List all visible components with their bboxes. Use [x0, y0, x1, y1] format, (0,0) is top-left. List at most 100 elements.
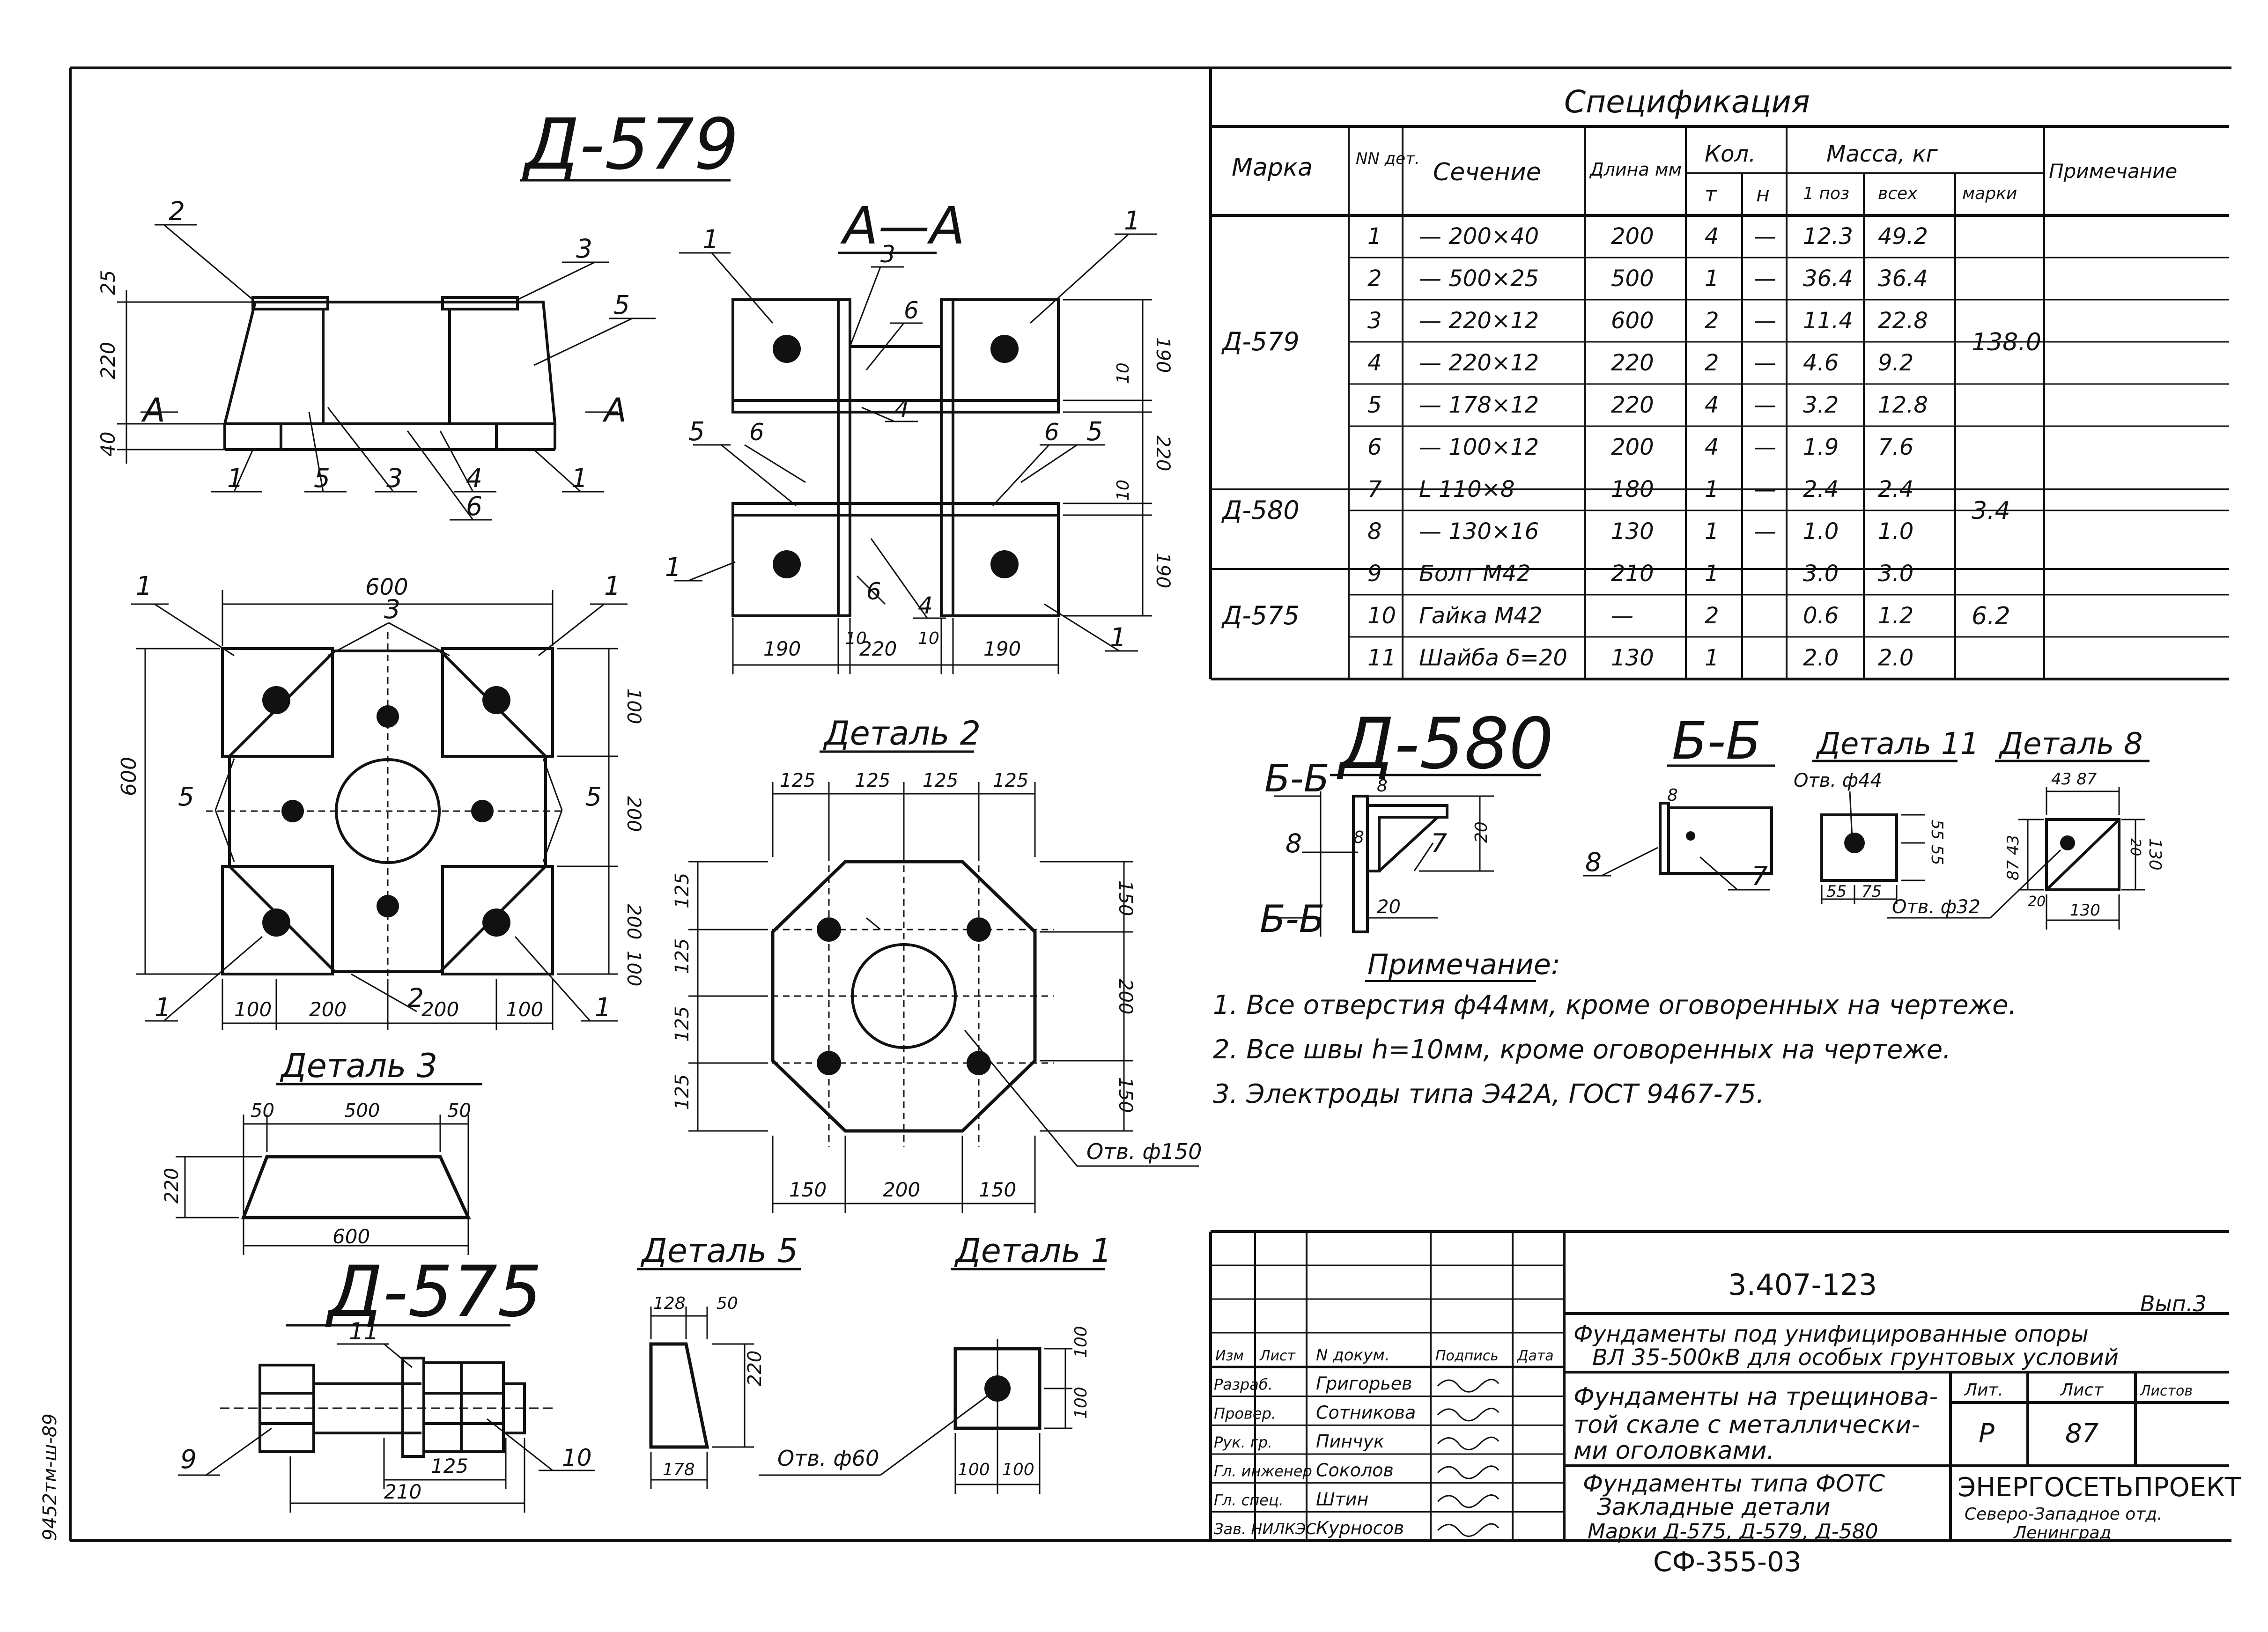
spec-cell-mark: Д-575: [1221, 601, 1300, 630]
spec-cell-mass-one: 12.3: [1803, 223, 1853, 250]
spec-cell-length: 180: [1611, 476, 1654, 502]
svg-text:190: 190: [983, 637, 1021, 660]
spec-cell-mass-all: 9.2: [1878, 350, 1913, 376]
svg-text:100: 100: [234, 998, 272, 1021]
spec-cell-num: 2: [1367, 266, 1382, 292]
spec-cell-length: 210: [1611, 561, 1654, 587]
spec-cell-qty-t: 2: [1705, 308, 1719, 334]
svg-text:Спецификация: Спецификация: [1564, 84, 1810, 120]
detail-8: Деталь 8 43 87 87 43 130 20 20 130 Отв. …: [1887, 727, 2165, 930]
svg-text:125: 125: [431, 1455, 468, 1477]
svg-text:3: 3: [880, 241, 895, 268]
svg-text:178: 178: [663, 1460, 695, 1479]
svg-text:Деталь 11: Деталь 11: [1816, 727, 1979, 761]
svg-text:150: 150: [979, 1178, 1016, 1201]
spec-cell-section: — 100×12: [1419, 434, 1539, 460]
svg-text:Лит.: Лит.: [1964, 1381, 2003, 1400]
spec-cell-mass-one: 1.0: [1803, 518, 1839, 545]
specification-table: Спецификация Марка NN дет. Сечение Длина…: [1209, 68, 2229, 680]
svg-text:Закладные детали: Закладные детали: [1597, 1493, 1830, 1521]
svg-text:200: 200: [1115, 979, 1136, 1014]
stamp-role: Рук. гр.: [1214, 1433, 1272, 1451]
svg-text:190: 190: [763, 637, 801, 660]
svg-text:Марки Д-575, Д-579, Д-580: Марки Д-575, Д-579, Д-580: [1588, 1520, 1878, 1543]
detail-11: Деталь 11 Отв. ф44 55 75 55 55: [1794, 727, 1979, 904]
spec-cell-num: 5: [1367, 392, 1382, 418]
svg-text:6: 6: [466, 491, 482, 521]
svg-text:600: 600: [117, 757, 141, 796]
spec-cell-mark-mass: 3.4: [1972, 497, 2010, 525]
spec-cell-num: 4: [1367, 350, 1382, 376]
svg-text:6: 6: [866, 578, 881, 605]
svg-text:150: 150: [1115, 1077, 1136, 1113]
svg-text:55: 55: [1826, 882, 1847, 901]
spec-cell-length: 500: [1611, 266, 1654, 292]
svg-text:Северо-Западное отд.: Северо-Западное отд.: [1965, 1505, 2163, 1524]
spec-cell-mass-all: 22.8: [1878, 308, 1928, 334]
spec-cell-mark-mass: 6.2: [1972, 602, 2010, 630]
svg-text:Сечение: Сечение: [1433, 158, 1541, 186]
spec-cell-mass-one: 3.2: [1803, 392, 1839, 418]
spec-cell-mark-mass: 138.0: [1972, 328, 2041, 356]
svg-text:Длина мм: Длина мм: [1589, 159, 1682, 180]
spec-cell-num: 11: [1367, 645, 1396, 671]
spec-cell-qty-n: —: [1754, 476, 1776, 502]
d579-side-view: Д-579 25 220 40 А А: [96, 104, 739, 521]
svg-text:125: 125: [672, 873, 693, 908]
spec-cell-section: L 110×8: [1419, 476, 1514, 502]
signature-mark: [1437, 1408, 1500, 1422]
svg-text:8: 8: [1353, 828, 1364, 847]
spec-cell-num: 3: [1367, 308, 1382, 334]
svg-text:220: 220: [1152, 436, 1174, 471]
svg-text:100: 100: [958, 1460, 990, 1479]
svg-text:1: 1: [665, 552, 681, 582]
spec-cell-num: 7: [1367, 476, 1382, 502]
stamp-name: Сотникова: [1316, 1402, 1416, 1423]
stamp-name: Соколов: [1316, 1460, 1394, 1481]
svg-text:50: 50: [717, 1294, 738, 1313]
svg-text:125: 125: [923, 770, 958, 791]
spec-cell-length: 220: [1611, 350, 1654, 376]
spec-cell-section: — 178×12: [1419, 392, 1539, 418]
svg-text:1: 1: [1110, 622, 1126, 652]
spec-cell-qty-n: —: [1754, 350, 1776, 376]
spec-cell-length: 130: [1611, 645, 1654, 671]
spec-cell-qty-t: 1: [1705, 476, 1719, 502]
svg-text:Б-Б: Б-Б: [1672, 711, 1761, 771]
svg-text:8: 8: [1285, 828, 1302, 858]
spec-cell-length: —: [1611, 603, 1633, 629]
svg-text:200: 200: [883, 1178, 920, 1201]
detail-3: Деталь 3 50 500 50 220 600: [161, 1047, 482, 1255]
svg-text:4: 4: [918, 592, 933, 619]
d580-angle: Д-580 Б-Б Б-Б 8 8 20 20 8 7: [1260, 703, 1554, 941]
svg-text:Марка: Марка: [1232, 154, 1313, 182]
spec-cell-mass-all: 12.8: [1878, 392, 1928, 418]
svg-text:5: 5: [688, 416, 705, 446]
svg-text:9: 9: [180, 1444, 197, 1474]
svg-text:1: 1: [227, 463, 244, 493]
spec-cell-qty-t: 1: [1705, 561, 1719, 587]
svg-text:Р: Р: [1979, 1418, 1995, 1449]
svg-text:50: 50: [447, 1100, 471, 1122]
svg-text:20: 20: [1377, 896, 1401, 918]
svg-text:5: 5: [613, 290, 630, 320]
svg-text:4: 4: [466, 463, 482, 493]
spec-cell-mass-one: 2.0: [1803, 645, 1839, 671]
svg-text:100: 100: [506, 998, 543, 1021]
svg-text:210: 210: [384, 1480, 421, 1503]
svg-text:7: 7: [1751, 861, 1768, 891]
svg-text:8: 8: [1667, 786, 1678, 805]
spec-cell-qty-n: —: [1754, 434, 1776, 460]
svg-text:600: 600: [332, 1225, 370, 1248]
spec-cell-qty-n: —: [1754, 308, 1776, 334]
spec-cell-qty-t: 1: [1705, 645, 1719, 671]
detail-2: Деталь 2: [672, 714, 1202, 1213]
svg-text:220: 220: [96, 342, 119, 379]
spec-cell-section: Болт М42: [1419, 561, 1531, 587]
svg-text:200: 200: [623, 904, 644, 939]
svg-text:Лист: Лист: [2060, 1381, 2104, 1400]
svg-text:3. Электроды типа Э42А, ГОСТ: 3. Электроды типа Э42А, ГОСТ 9467-75.: [1213, 1079, 1765, 1109]
svg-text:1 поз: 1 поз: [1803, 184, 1849, 203]
svg-text:43 87: 43 87: [2051, 770, 2097, 789]
